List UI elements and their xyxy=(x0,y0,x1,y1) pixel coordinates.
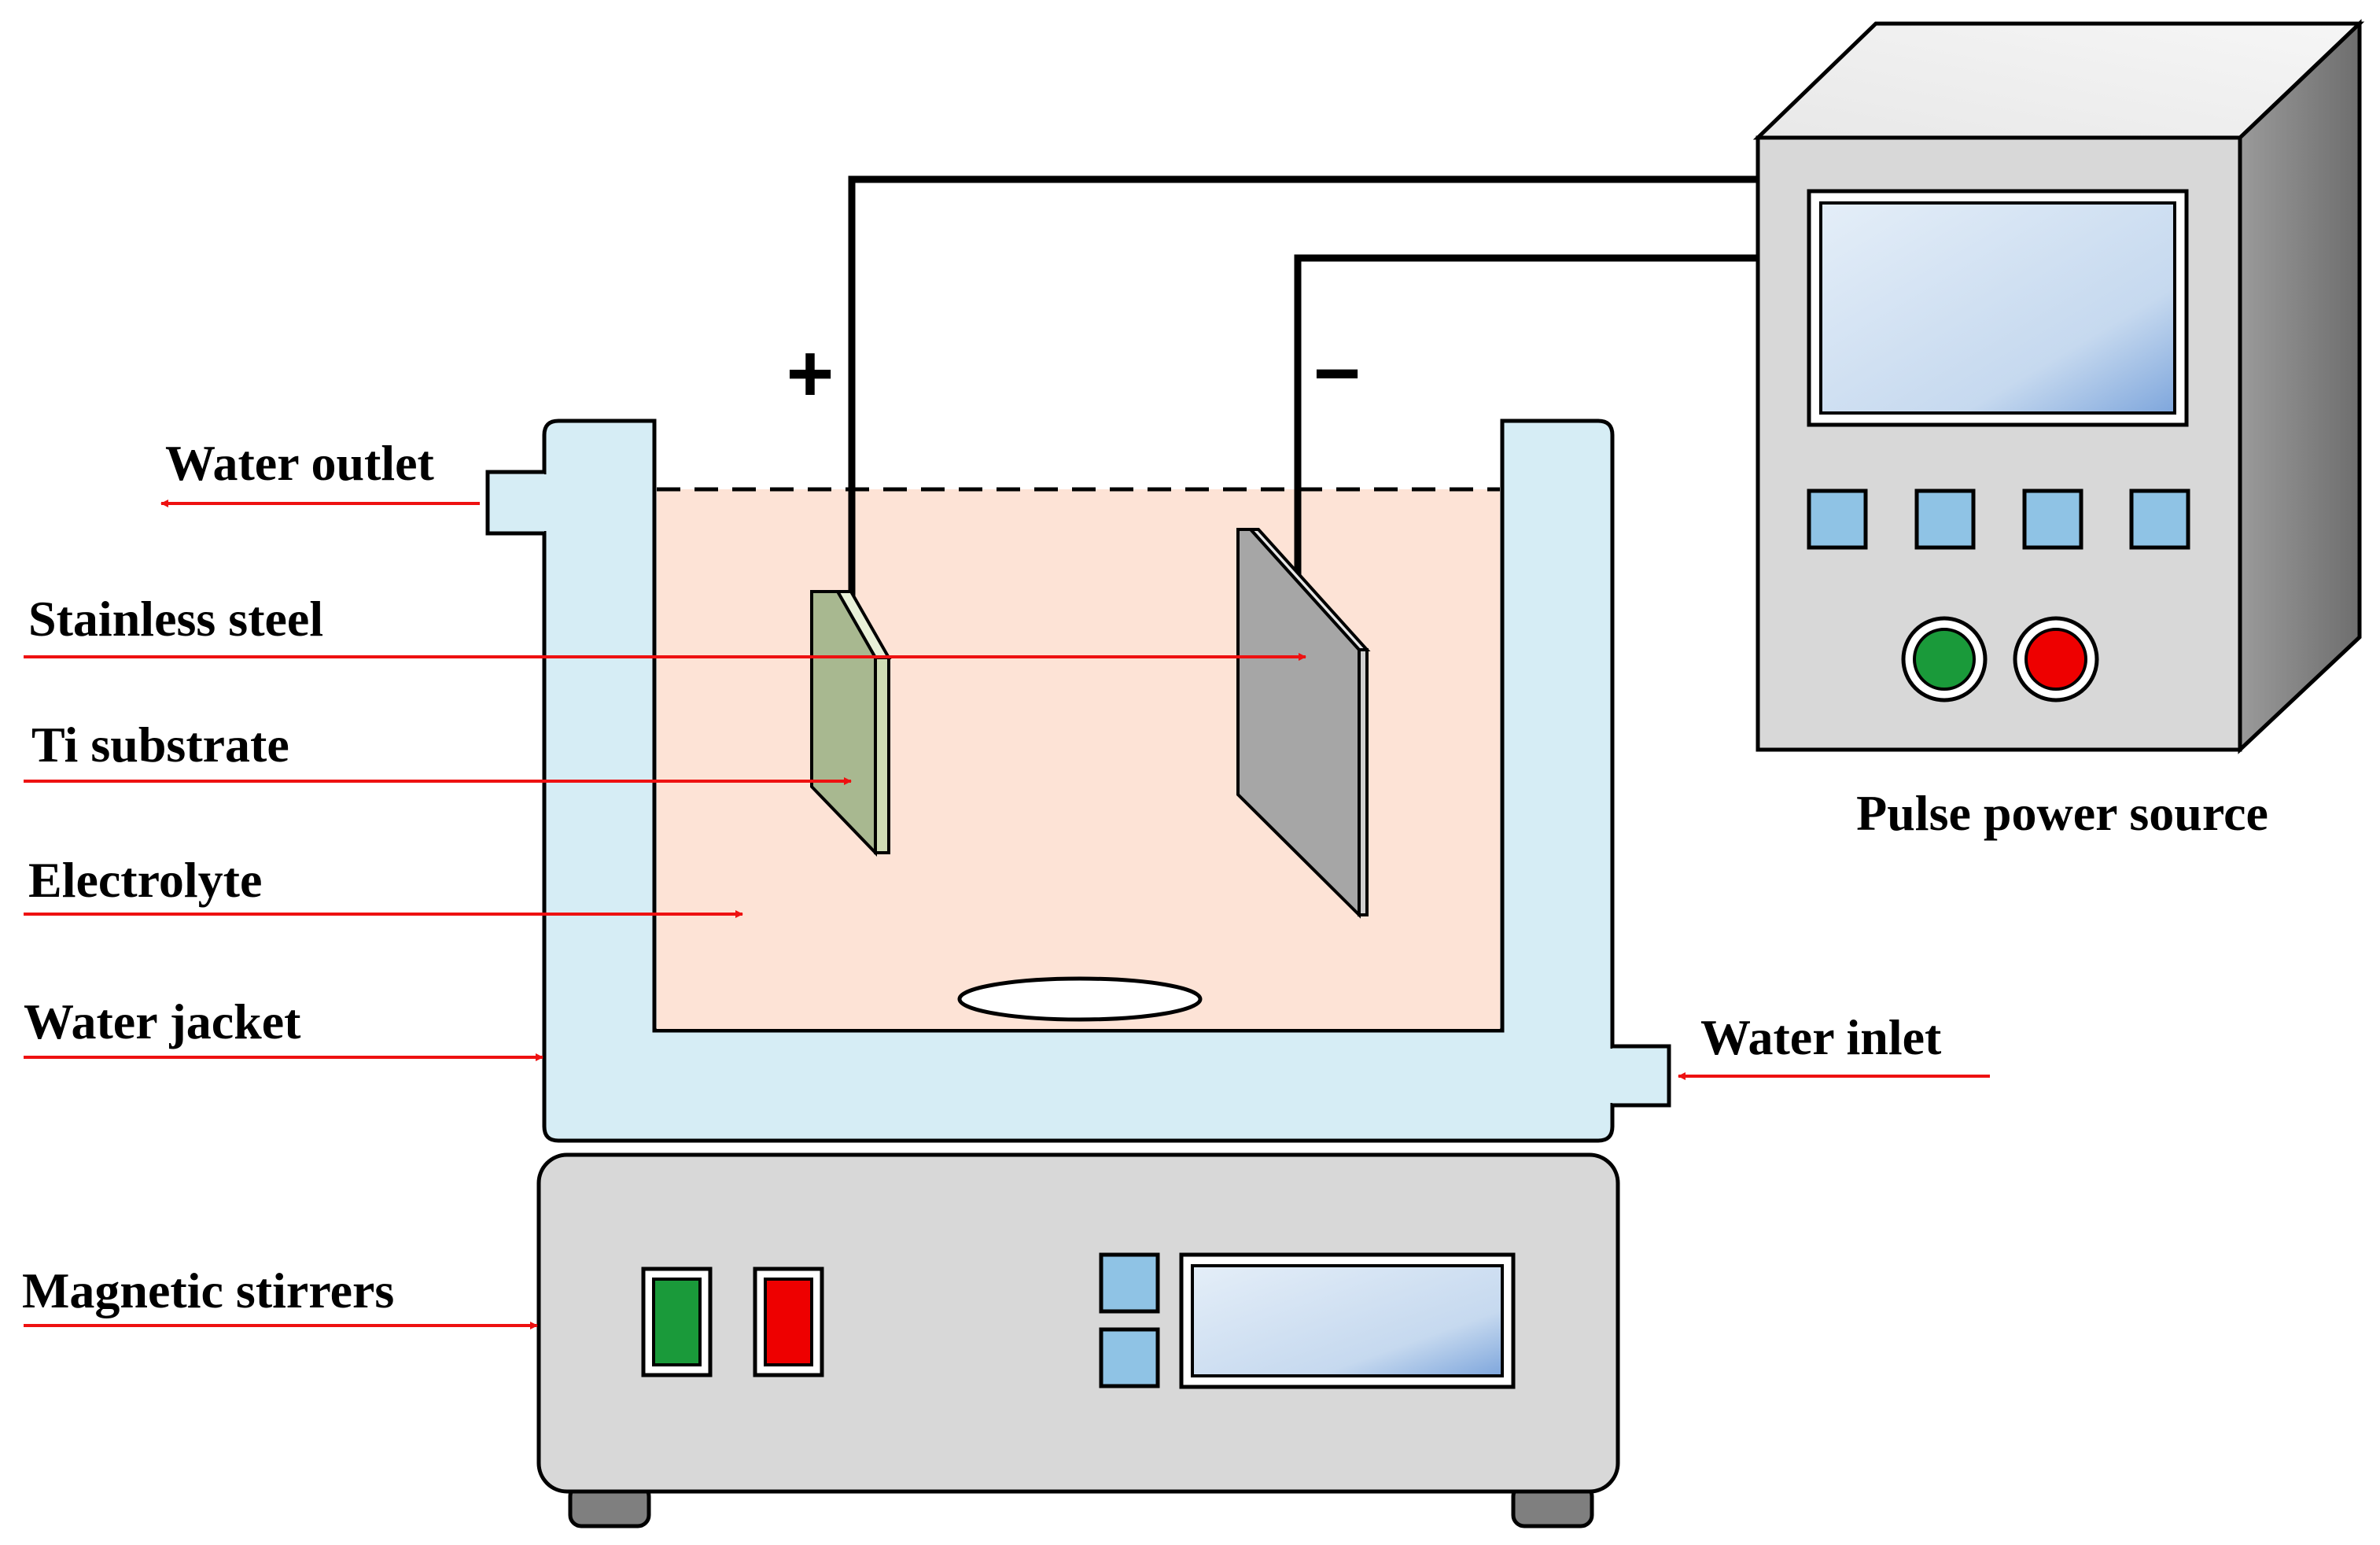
power-source-key-1[interactable] xyxy=(1807,489,1868,550)
stainless-steel-electrode xyxy=(1236,528,1371,919)
water-outlet-label: Water outlet xyxy=(165,435,435,491)
stirrer-red-switch[interactable] xyxy=(753,1267,824,1377)
water-outlet-pipe xyxy=(485,470,544,536)
water-inlet-label: Water inlet xyxy=(1700,1009,1942,1065)
magnetic-stirrers-label: Magnetic stirrers xyxy=(22,1263,394,1318)
water-inlet-pipe xyxy=(1612,1044,1671,1108)
electrolyte-label: Electrolyte xyxy=(28,852,262,908)
stirrer-key-1[interactable] xyxy=(1099,1252,1160,1314)
wires xyxy=(848,175,1758,607)
stirrer-key-2[interactable] xyxy=(1099,1327,1160,1388)
power-source-key-4[interactable] xyxy=(2129,489,2190,550)
power-source-side xyxy=(2238,19,2362,754)
positive-sign: + xyxy=(787,328,834,419)
electrolyte xyxy=(657,489,1500,1029)
stirrer-body xyxy=(536,1152,1620,1494)
power-source-red-button[interactable] xyxy=(2013,616,2099,702)
stirrer-screen xyxy=(1191,1264,1504,1377)
power-source-key-2[interactable] xyxy=(1914,489,1976,550)
water-jacket-label: Water jacket xyxy=(24,994,301,1049)
anode-wire xyxy=(848,175,1758,607)
magnetic-stirrer xyxy=(536,1152,1620,1528)
negative-sign: − xyxy=(1313,328,1361,419)
power-source-screen xyxy=(1819,201,2176,415)
leader-arrows xyxy=(24,500,1990,1329)
ti-substrate-label: Ti substrate xyxy=(31,717,289,772)
pulse-power-source-label: Pulse power source xyxy=(1856,785,2268,841)
water-jacket xyxy=(485,419,1671,1143)
stirrer-green-switch[interactable] xyxy=(641,1267,713,1377)
power-source-green-button[interactable] xyxy=(1901,616,1988,702)
stir-bar xyxy=(957,976,1203,1022)
power-source-key-3[interactable] xyxy=(2022,489,2083,550)
stainless-steel-label: Stainless steel xyxy=(28,591,323,647)
cathode-wire xyxy=(1294,254,1758,590)
pulse-power-source xyxy=(1752,19,2365,754)
